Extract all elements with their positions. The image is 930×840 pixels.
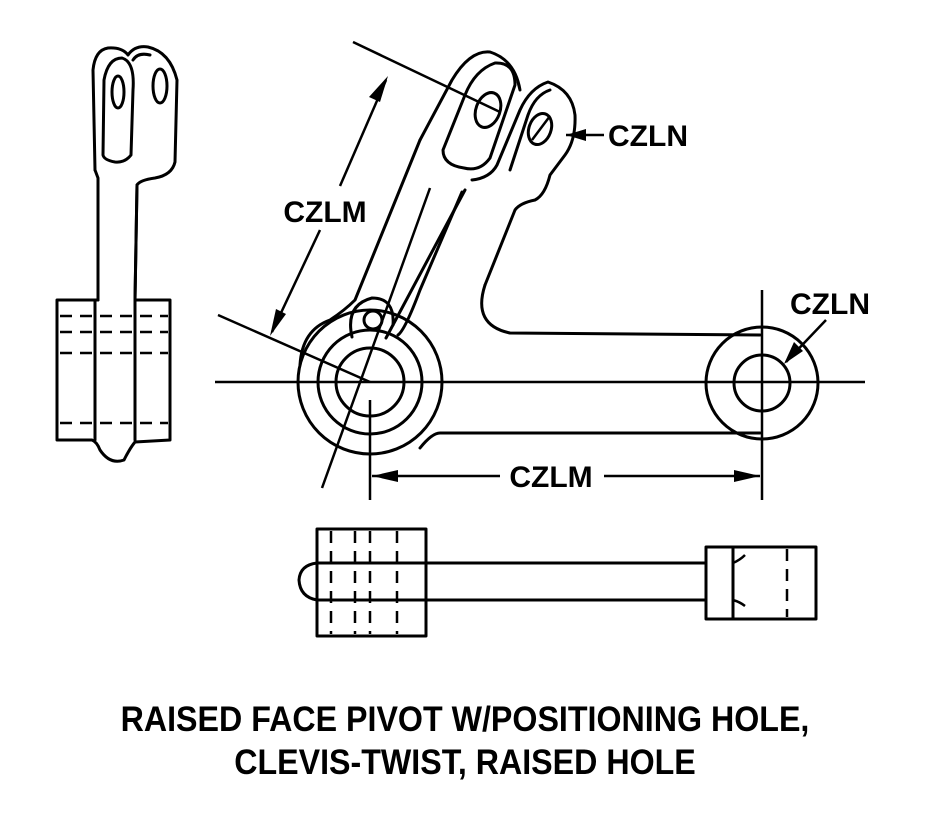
clevis-inner-left <box>101 56 135 164</box>
clevis-outline <box>91 45 179 302</box>
arrowhead <box>270 309 286 336</box>
arm-inner-line <box>384 188 467 340</box>
clevis-hole-front <box>526 112 554 146</box>
caption-line-1: RAISED FACE PIVOT W/POSITIONING HOLE, <box>120 700 810 739</box>
caption-line-2: CLEVIS-TWIST, RAISED HOLE <box>234 743 696 782</box>
arm-outline-right <box>396 190 464 337</box>
arm-outline-left <box>298 138 422 367</box>
clevis-hole-left <box>110 74 126 110</box>
clevis-lobe-back-inner <box>441 61 517 171</box>
dim-label-arm-length: CZLM <box>283 196 366 229</box>
front-view: CZLM CZLM CZLN CZLN <box>215 40 870 500</box>
clevis-hole-right <box>151 67 169 105</box>
top-view <box>297 527 818 638</box>
dim-label-clevis-hole: CZLN <box>608 120 688 153</box>
dim-label-boss-hole: CZLN <box>790 288 870 321</box>
arrowhead <box>734 470 760 482</box>
boss-hole-hidden <box>732 554 746 607</box>
arrowhead <box>784 342 803 364</box>
arm-lower-edge <box>418 431 762 450</box>
pivot-hub-block <box>315 527 428 638</box>
boss-block <box>704 545 818 621</box>
clevis-lobe-front-inner <box>508 88 552 172</box>
extension-line-top <box>352 40 501 114</box>
arrowhead <box>369 76 388 102</box>
dim-label-horizontal-length: CZLM <box>509 461 592 494</box>
positioning-tab <box>349 296 395 339</box>
extension-line-bottom <box>217 313 371 384</box>
arrowhead <box>372 470 398 482</box>
clevis-hole-back <box>473 91 503 129</box>
pivot-hub-rounded-end <box>297 561 319 602</box>
clevis-lobe-back <box>418 50 522 142</box>
shank <box>93 168 139 302</box>
side-view <box>55 45 179 463</box>
hub-block <box>55 298 172 463</box>
clevis-inner-right <box>131 52 152 62</box>
hole-center-mark <box>531 115 551 141</box>
arrowhead <box>566 129 586 141</box>
arm-centerline <box>320 187 432 489</box>
arm-elbow <box>480 283 762 337</box>
clevis-lobe-front <box>470 80 577 287</box>
